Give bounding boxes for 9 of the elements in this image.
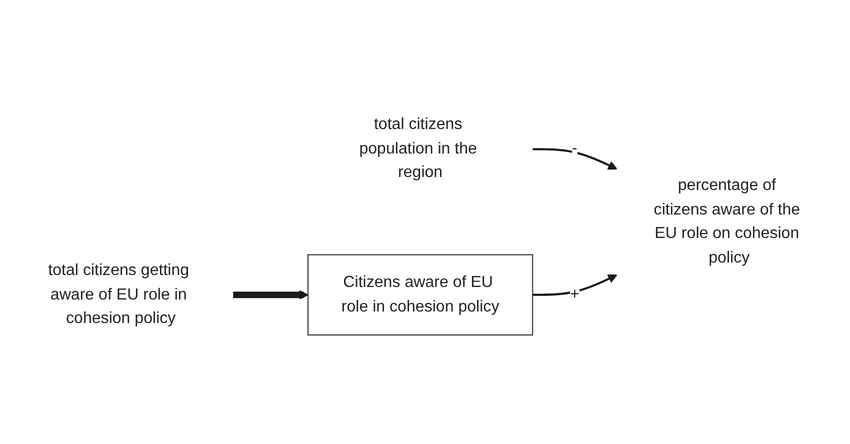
node-text: percentage of citizens aware of the EU role on cohesion policy	[654, 176, 800, 266]
edge-label: -	[572, 139, 578, 158]
edge-label: +	[570, 284, 580, 304]
node-box: Citizens aware of EU role in cohesion policy	[307, 254, 534, 336]
arrow	[532, 274, 618, 296]
node-text: total citizens population in the region	[359, 115, 477, 182]
node-text: total citizens getting aware of EU role in cohesion policy	[48, 260, 190, 328]
arrow	[233, 290, 308, 300]
arrow	[532, 148, 618, 170]
